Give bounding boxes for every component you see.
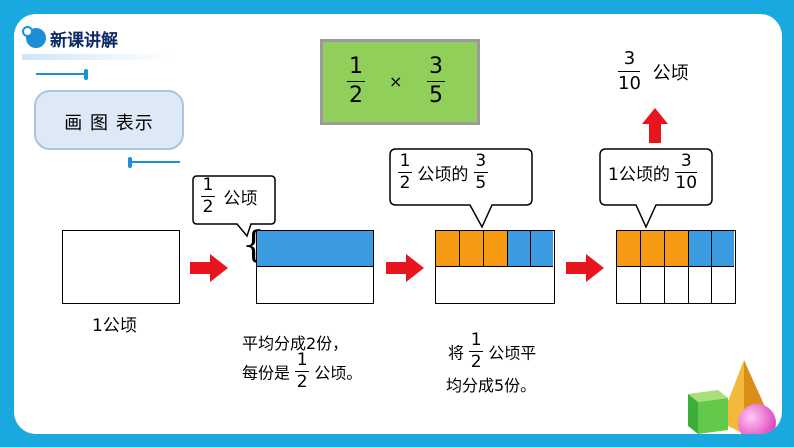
caption-2-bar xyxy=(469,351,484,352)
formula-a-bar xyxy=(347,81,365,82)
bubble-2-numerator-2: 3 xyxy=(475,151,487,171)
bubble-1-denominator: 2 xyxy=(202,197,214,217)
deco-dot-bottom-icon xyxy=(128,157,132,168)
bubble-1-text: 公顷 xyxy=(223,189,258,209)
fifths-cell-4 xyxy=(508,231,531,267)
whole-field-rect xyxy=(62,230,180,304)
bubble-2-bar-1 xyxy=(398,172,412,173)
method-box: 画 图 表示 xyxy=(34,90,184,150)
caption-2-line-2: 均分成5份。 xyxy=(446,376,537,395)
fifths-cell-2 xyxy=(460,231,484,267)
result-numerator: 3 xyxy=(623,48,636,69)
caption-1-post: 公顷。 xyxy=(314,363,363,383)
tenths-cell-bottom-2 xyxy=(641,267,665,303)
tenths-cell-bottom-3 xyxy=(665,267,689,303)
deco-line-top xyxy=(36,73,86,75)
deco-dot-top-icon xyxy=(84,69,88,80)
result-unit: 公顷 xyxy=(652,62,689,84)
bubble-1-numerator: 1 xyxy=(202,175,214,195)
bubble-1-bar xyxy=(201,196,215,197)
bubble-3-numerator: 3 xyxy=(680,151,692,171)
right-arrow-2-icon xyxy=(386,254,426,282)
sphere-decoration-icon xyxy=(738,404,776,434)
tenths-cell-top-5 xyxy=(712,231,734,267)
formula-operator: × xyxy=(389,72,403,91)
bubble-3-text: 1公顷的 xyxy=(608,165,670,185)
bubble-3-denominator: 10 xyxy=(675,173,698,193)
tenths-cell-top-2 xyxy=(641,231,665,267)
up-arrow-icon xyxy=(642,108,668,144)
caption-2-denominator: 2 xyxy=(470,352,482,372)
page-title: 新课讲解 xyxy=(50,31,118,51)
right-arrow-3-icon xyxy=(566,254,606,282)
caption-2-pre: 将 xyxy=(448,343,465,363)
formula-b-numerator: 3 xyxy=(429,54,443,79)
half-field-rect xyxy=(256,230,374,304)
bubble-2-text: 公顷的 xyxy=(417,165,469,185)
tenths-cell-bottom-4 xyxy=(689,267,712,303)
cube-decoration-icon xyxy=(678,386,730,434)
header-logo-dot-icon xyxy=(22,26,33,37)
bubble-2-bar-2 xyxy=(473,172,488,173)
method-box-label: 画 图 表示 xyxy=(64,113,154,134)
caption-1-line-1: 平均分成2份， xyxy=(242,334,349,353)
fifths-cell-1 xyxy=(436,231,460,267)
header-underline xyxy=(22,54,172,60)
deco-line-bottom xyxy=(132,161,180,163)
tenths-cell-top-3 xyxy=(665,231,689,267)
bubble-2-numerator-1: 1 xyxy=(399,151,411,171)
formula-a-denominator: 2 xyxy=(349,83,363,108)
result-denominator: 10 xyxy=(618,73,641,94)
fifths-cell-3 xyxy=(484,231,508,267)
caption-1-bar xyxy=(295,371,310,372)
formula-b-denominator: 5 xyxy=(429,83,443,108)
result-label: 3 10 公顷 xyxy=(618,50,689,93)
tenths-cell-top-1 xyxy=(617,231,641,267)
result-bar xyxy=(618,71,641,72)
caption-2-numerator: 1 xyxy=(470,330,482,350)
bubble-2-denominator-1: 2 xyxy=(399,173,411,193)
caption-1-denominator: 2 xyxy=(296,372,308,392)
bubble-2-denominator-2: 5 xyxy=(475,173,487,193)
half-field-shaded xyxy=(257,231,373,267)
header: 新课讲解 xyxy=(22,24,172,60)
fifths-cell-5 xyxy=(531,231,553,267)
tenths-cell-bottom-1 xyxy=(617,267,641,303)
caption-2-post: 公顷平 xyxy=(488,343,537,363)
right-arrow-1-icon xyxy=(190,254,230,282)
tenths-cell-top-4 xyxy=(689,231,712,267)
tenths-field-rect xyxy=(616,230,736,304)
step1-label: 1公顷 xyxy=(92,316,137,336)
formula-a-numerator: 1 xyxy=(349,54,363,79)
formula-b-bar xyxy=(427,81,445,82)
caption-1-pre: 每份是 xyxy=(242,363,291,383)
bubble-3-bar xyxy=(675,172,698,173)
caption-1-numerator: 1 xyxy=(296,350,308,370)
fifths-field-rect xyxy=(435,230,555,304)
